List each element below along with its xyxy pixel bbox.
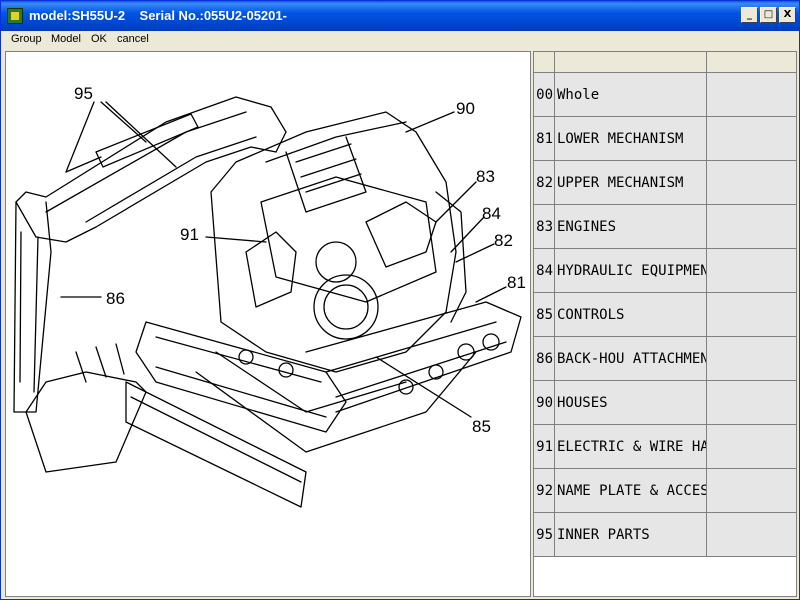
upper-structure [210, 111, 457, 373]
engine-hood [285, 136, 367, 213]
leader-82 [455, 243, 495, 263]
leader-85 [375, 356, 472, 418]
row-code: 91 [534, 425, 555, 469]
row-extra [707, 469, 796, 513]
callout-85[interactable]: 85 [472, 417, 491, 436]
row-extra [707, 293, 796, 337]
close-button[interactable]: X [779, 7, 796, 23]
row-name: LOWER MECHANISM [555, 117, 707, 161]
row-code: 95 [534, 513, 555, 557]
row-name: INNER PARTS [555, 513, 707, 557]
row-extra [707, 249, 796, 293]
callout-82[interactable]: 82 [494, 231, 513, 250]
callout-91[interactable]: 91 [180, 225, 199, 244]
row-name: HYDRAULIC EQUIPMENT [555, 249, 707, 293]
swing-bearing [313, 274, 379, 340]
row-extra [707, 205, 796, 249]
maximize-button[interactable]: □ [760, 7, 777, 23]
leader-81 [475, 286, 507, 303]
row-extra [707, 513, 796, 557]
row-extra [707, 425, 796, 469]
header-code[interactable] [534, 52, 555, 73]
window-title: model:SH55U-2 Serial No.:055U2-05201- [29, 8, 287, 23]
excavator-drawing: 95 90 83 84 91 82 81 86 85 [13, 84, 526, 508]
row-extra [707, 117, 796, 161]
row-name: ENGINES [555, 205, 707, 249]
row-code: 82 [534, 161, 555, 205]
minimize-button[interactable]: _ [741, 7, 758, 23]
menu-model[interactable]: Model [51, 33, 81, 45]
arm-outline [13, 201, 52, 413]
row-name: HOUSES [555, 381, 707, 425]
leader-95 [65, 101, 177, 173]
row-code: 85 [534, 293, 555, 337]
leader-90 [405, 111, 455, 133]
bucket-outline [25, 371, 147, 473]
grid-header [534, 52, 796, 73]
header-extra[interactable] [707, 52, 796, 73]
leader-83 [435, 181, 477, 223]
callout-84[interactable]: 84 [482, 204, 501, 223]
right-track [305, 301, 522, 413]
row-name: Whole [555, 73, 707, 117]
callout-83[interactable]: 83 [476, 167, 495, 186]
leader-91 [205, 236, 267, 243]
row-extra [707, 73, 796, 117]
row-extra [707, 381, 796, 425]
boom-cylinder [95, 113, 199, 168]
menu-group[interactable]: Group [11, 33, 42, 45]
row-code: 86 [534, 337, 555, 381]
row-name: NAME PLATE & ACCESSORIES [555, 469, 707, 513]
callout-95[interactable]: 95 [74, 84, 93, 103]
callout-86[interactable]: 86 [106, 289, 125, 308]
row-name: UPPER MECHANISM [555, 161, 707, 205]
parts-drawing-pane[interactable]: 95 90 83 84 91 82 81 86 85 [5, 51, 531, 597]
callout-90[interactable]: 90 [456, 99, 475, 118]
menu-ok[interactable]: OK [91, 33, 107, 45]
app-icon [7, 8, 23, 24]
row-code: 92 [534, 469, 555, 513]
row-name: BACK-HOU ATTACHMENT [555, 337, 707, 381]
row-code: 81 [534, 117, 555, 161]
dozer-blade [125, 381, 307, 508]
row-code: 83 [534, 205, 555, 249]
menu-bar: Group Model OK cancel [1, 31, 799, 50]
row-extra [707, 337, 796, 381]
row-name: CONTROLS [555, 293, 707, 337]
row-extra [707, 161, 796, 205]
row-code: 90 [534, 381, 555, 425]
row-code: 00 [534, 73, 555, 117]
engine-block [260, 176, 437, 303]
leader-84 [450, 216, 485, 253]
row-code: 84 [534, 249, 555, 293]
callout-81[interactable]: 81 [507, 273, 526, 292]
menu-cancel[interactable]: cancel [117, 33, 149, 45]
row-name: ELECTRIC & WIRE HARNESS [555, 425, 707, 469]
boom-outline [15, 96, 287, 243]
header-name[interactable] [555, 52, 707, 73]
title-bar[interactable]: model:SH55U-2 Serial No.:055U2-05201- _ … [1, 1, 799, 31]
